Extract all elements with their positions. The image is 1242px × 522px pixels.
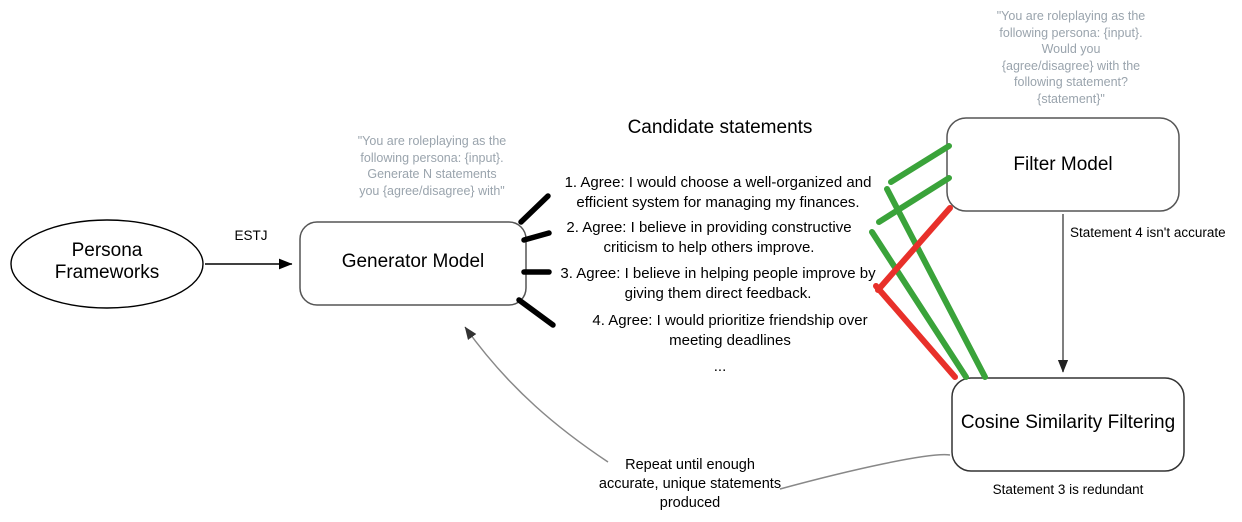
caption-cosine-redundant: Statement 3 is redundant [992, 482, 1144, 497]
loop-feedback-text: Repeat until enough accurate, unique sta… [560, 456, 820, 513]
candidate-statements-ellipsis: ... [713, 358, 727, 375]
filter-prompt-text: "You are roleplaying as the following pe… [965, 8, 1177, 107]
candidate-statement-1: 1. Agree: I would choose a well-organize… [548, 173, 888, 212]
candidate-statement-1-line1: 1. Agree: I would choose a well-organize… [564, 174, 872, 191]
candidate-statement-4: 4. Agree: I would prioritize friendship … [560, 311, 900, 350]
candidate-statement-4-line2: meeting deadlines [669, 331, 791, 349]
generator-model-label: Generator Model [341, 251, 485, 272]
statement-tick-4 [516, 297, 556, 328]
generator-prompt-line-3: Generate N statements [367, 167, 497, 181]
candidate-statement-1-line2: efficient system for managing my finance… [576, 193, 860, 211]
edge-label-estj: ESTJ [234, 228, 268, 243]
cosine-filtering-label: Cosine Similarity Filtering [960, 412, 1176, 433]
candidate-statement-4-line1: 4. Agree: I would prioritize friendship … [592, 312, 868, 329]
generator-prompt-text: "You are roleplaying as the following pe… [326, 133, 538, 199]
persona-frameworks-label-line2: Frameworks [54, 262, 160, 284]
edge-statement-1-to-cosine [884, 186, 988, 380]
candidate-statement-2-line2: criticism to help others improve. [603, 238, 815, 256]
edge-label-statement-4-inaccurate: Statement 4 isn't accurate [1070, 225, 1226, 240]
generator-prompt-line-1: "You are roleplaying as the [357, 134, 507, 148]
candidate-statement-3-line2: giving them direct feedback. [624, 284, 812, 302]
loop-feedback-line-2: accurate, unique statements [598, 476, 782, 493]
filter-prompt-line-4: {agree/disagree} with the [1001, 58, 1141, 73]
filter-prompt-line-6: {statement}" [1037, 91, 1105, 106]
edge-statement-2-to-cosine [869, 229, 969, 380]
generator-prompt-line-4: you {agree/disagree} with" [359, 183, 505, 198]
filter-prompt-line-1: "You are roleplaying as the [996, 9, 1146, 23]
loop-feedback-line-3: produced [659, 495, 721, 512]
candidate-statements-heading: Candidate statements [627, 117, 813, 138]
filter-prompt-line-3: Would you [1041, 42, 1101, 56]
filter-prompt-line-2: following persona: {input}. [999, 25, 1143, 40]
loop-feedback-line-1: Repeat until enough [625, 457, 755, 473]
edge-statement-2-accept [876, 175, 952, 225]
persona-frameworks-label-line1: Persona [71, 240, 143, 261]
edge-statement-1-accept [888, 143, 952, 185]
candidate-statement-2-line1: 2. Agree: I believe in providing constru… [566, 219, 852, 236]
generator-prompt-line-2: following persona: {input}. [360, 150, 504, 165]
candidate-statement-2: 2. Agree: I believe in providing constru… [544, 218, 874, 257]
filter-model-label: Filter Model [1013, 154, 1113, 175]
candidate-statement-3: 3. Agree: I believe in helping people im… [544, 264, 892, 303]
filter-prompt-line-5: following statement? [1014, 75, 1128, 89]
candidate-statement-3-line1: 3. Agree: I believe in helping people im… [560, 265, 876, 282]
persona-frameworks-label: Persona Frameworks [17, 240, 197, 285]
